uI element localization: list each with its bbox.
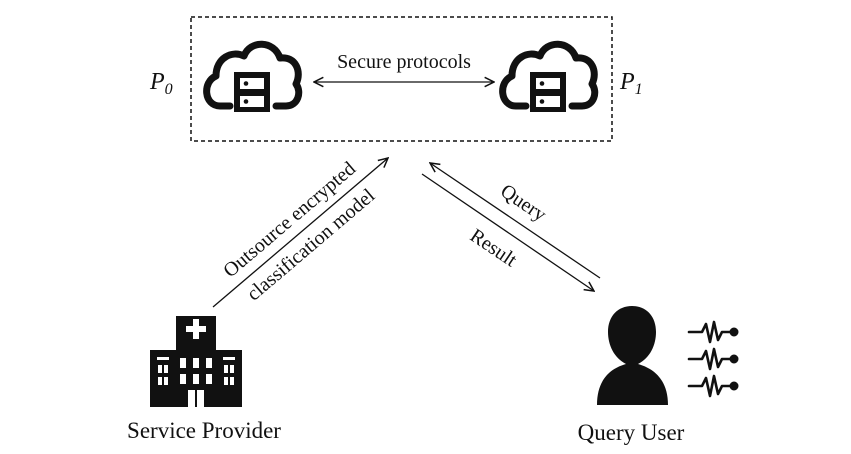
query-arrow [430,163,601,279]
result-label: Result [466,225,521,272]
cloud-server-icon-p0 [203,40,303,112]
p0-label: P0 [149,69,173,98]
result-arrow [421,173,594,291]
p1-label: P1 [619,69,643,98]
query-user-label: Query User [578,420,685,445]
server-group-boundary [190,16,613,142]
p1-subscript: 1 [635,81,643,98]
secure-protocols-label: Secure protocols [337,51,471,73]
query-label: Query [496,180,550,226]
hospital-icon [150,316,242,407]
outsource-model-arrow [212,158,388,308]
ecg-signal-icon [687,320,739,398]
cloud-server-icon-p1 [499,40,599,112]
service-provider-label: Service Provider [127,418,281,443]
user-silhouette-icon [597,306,668,405]
p0-subscript: 0 [165,81,173,98]
